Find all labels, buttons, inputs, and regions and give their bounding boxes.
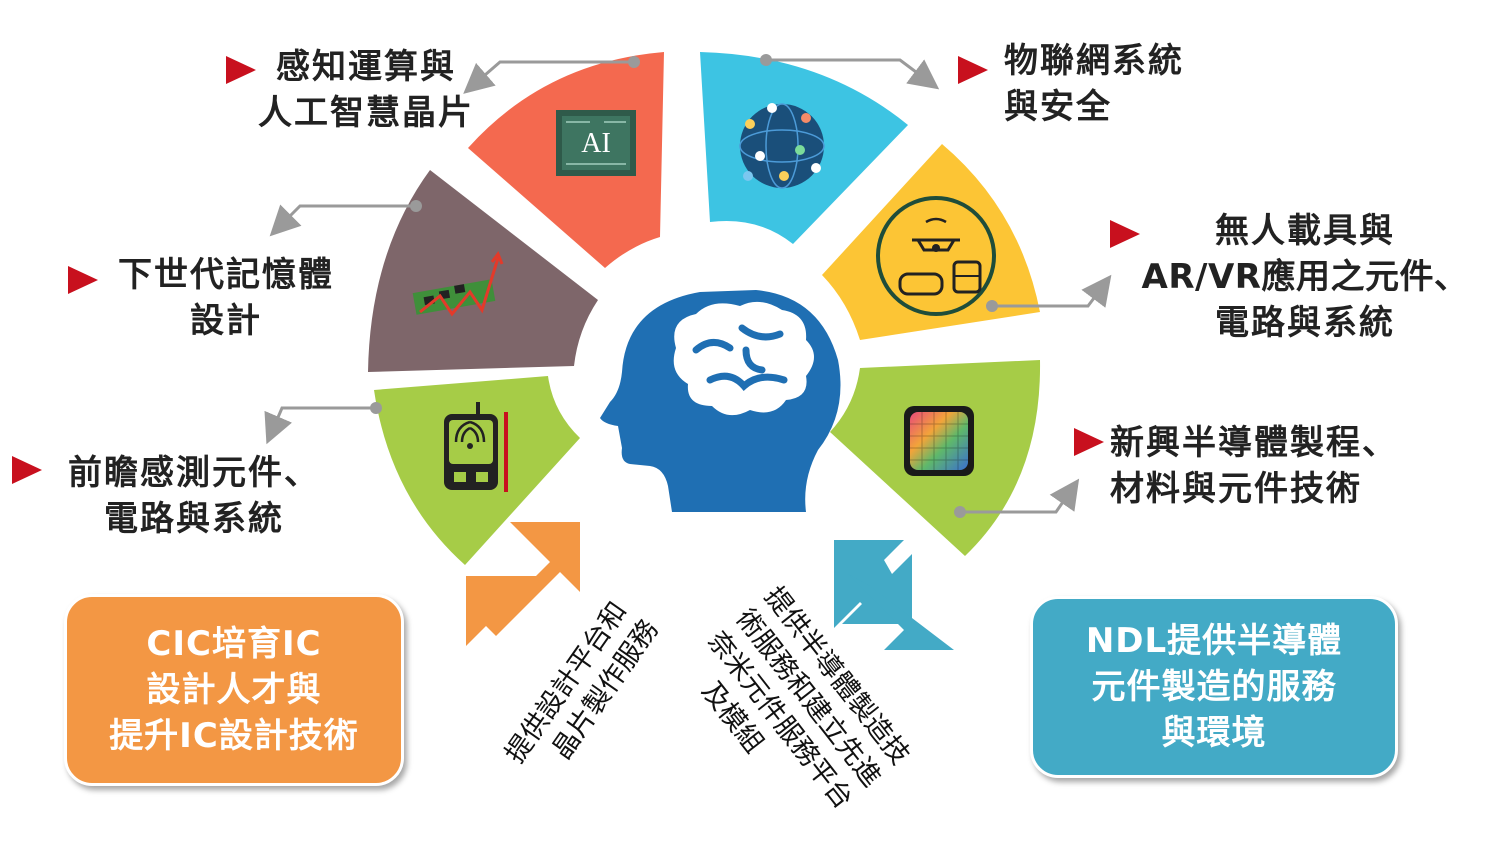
ai-chip-icon: AI [556, 110, 636, 176]
bullet-semi [1074, 428, 1104, 456]
bullet-auto [1110, 220, 1140, 248]
ndl-box-line3: 與環境 [1161, 713, 1267, 753]
topic-iot-label: 物聯網系統 與安全 [1004, 38, 1184, 130]
topic-ai-label: 感知運算與 人工智慧晶片 [246, 44, 486, 136]
topic-semi-label: 新興半導體製程、 材料與元件技術 [1110, 420, 1398, 512]
connector-semi [960, 478, 1080, 514]
drone-vr-bus-icon [876, 196, 996, 316]
connector-ai [463, 60, 634, 94]
topic-sensor-label: 前瞻感測元件、 電路與系統 [48, 450, 320, 542]
sensor-device-icon [444, 402, 508, 492]
topic-sensor-line2: 電路與系統 [104, 499, 284, 539]
topic-sensor-line1: 前瞻感測元件、 [68, 453, 320, 493]
bullet-sensor [12, 456, 42, 484]
ndl-box-line2: 元件製造的服務 [1091, 667, 1337, 707]
topic-ai-line1: 感知運算與 [276, 47, 456, 87]
globe-network-icon [739, 103, 825, 189]
cic-box-line3: 提升IC設計技術 [109, 716, 359, 756]
connector-auto [992, 274, 1112, 308]
ndl-box-line1: NDL提供半導體 [1085, 621, 1343, 661]
wafer-icon [904, 406, 974, 476]
topic-auto-line1: 無人載具與 [1215, 211, 1395, 251]
memory-chart-icon [412, 250, 504, 317]
topic-semi-line2: 材料與元件技術 [1110, 469, 1362, 509]
brain-head-icon [600, 290, 841, 512]
topic-memory-label: 下世代記憶體 設計 [106, 252, 346, 344]
cic-box-line1: CIC培育IC [146, 624, 322, 664]
connector-sensor [264, 406, 376, 445]
segment-memory [368, 170, 598, 372]
connector-memory [269, 204, 416, 237]
connector-iot [766, 58, 940, 90]
bullet-iot [958, 56, 988, 84]
bullet-ai [226, 56, 256, 84]
topic-iot-line1: 物聯網系統 [1004, 41, 1184, 81]
cic-box: CIC培育IC 設計人才與 提升IC設計技術 [64, 594, 404, 786]
ai-chip-text: AI [581, 128, 611, 159]
double-arrow-right [834, 540, 954, 650]
topic-iot-line2: 與安全 [1004, 87, 1112, 127]
double-arrow-left [466, 522, 580, 646]
topic-semi-line1: 新興半導體製程、 [1110, 423, 1398, 463]
ndl-box: NDL提供半導體 元件製造的服務 與環境 [1030, 596, 1398, 778]
topic-auto-line2: AR/VR應用之元件、 [1141, 257, 1469, 297]
topic-memory-line2: 設計 [190, 301, 262, 341]
bullets [12, 56, 1140, 484]
topic-memory-line1: 下世代記憶體 [118, 255, 334, 295]
connectors [264, 54, 1112, 518]
topic-ai-line2: 人工智慧晶片 [258, 93, 474, 133]
cic-box-line2: 設計人才與 [146, 670, 322, 710]
bullet-memory [68, 266, 98, 294]
topic-auto-label: 無人載具與 AR/VR應用之元件、 電路與系統 [1130, 208, 1480, 346]
topic-auto-line3: 電路與系統 [1215, 303, 1395, 343]
